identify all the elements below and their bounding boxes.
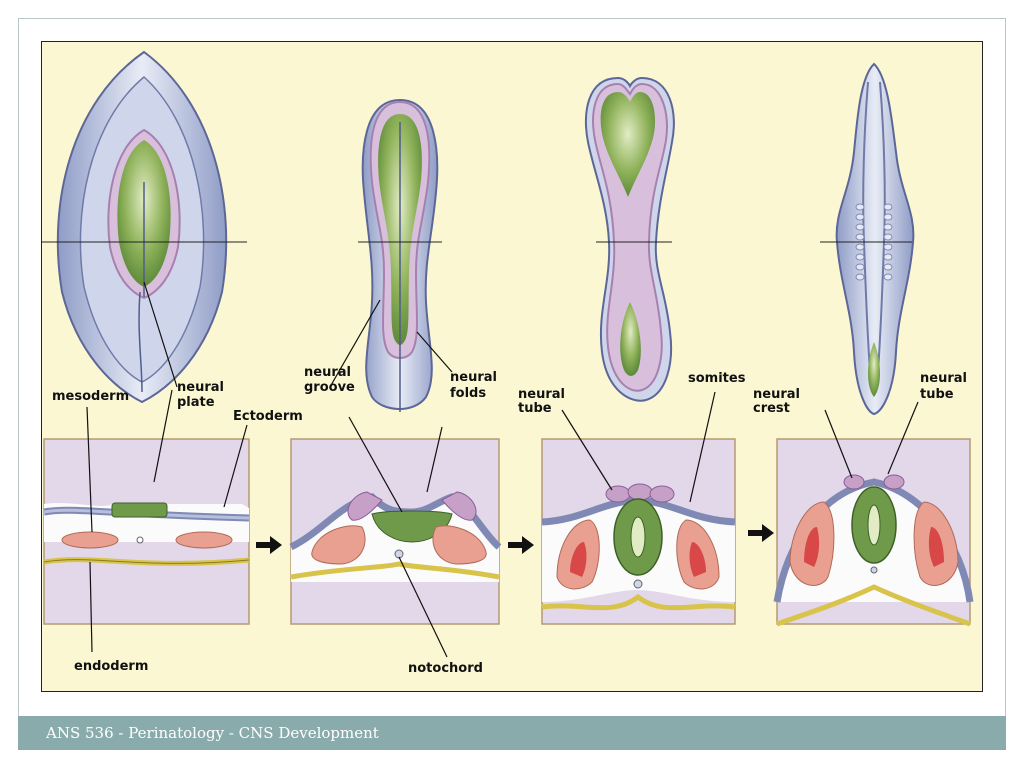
- label-endoderm: endoderm: [74, 659, 148, 674]
- label-neural-folds-line1: neural: [450, 370, 497, 385]
- section-panel-4: [773, 438, 974, 627]
- arrow-3: [748, 524, 774, 542]
- label-neural-crest-line1: neural: [753, 387, 800, 402]
- label-somites: somites: [688, 371, 746, 386]
- label-mesoderm: mesoderm: [52, 389, 129, 404]
- neural-tube-development-figure: mesoderm neural plate Ectoderm neural gr…: [41, 41, 983, 692]
- label-ectoderm: Ectoderm: [233, 409, 303, 424]
- label-neural-tube-b-line2: tube: [920, 387, 954, 402]
- label-neural-tube-a-line2: tube: [518, 401, 552, 416]
- footer-text: ANS 536 - Perinatology - CNS Development: [46, 724, 379, 742]
- arrow-1: [256, 536, 282, 554]
- label-neural-plate-line1: neural: [177, 380, 224, 395]
- section-panel-2: [289, 438, 502, 625]
- embryo-stage-4: [820, 62, 915, 416]
- leader-lines: [86, 281, 919, 658]
- section-panel-1: [43, 438, 250, 625]
- label-neural-groove-line1: neural: [304, 365, 351, 380]
- embryo-stage-3: [584, 76, 675, 402]
- label-neural-tube-a-line1: neural: [518, 387, 565, 402]
- label-neural-crest-line2: crest: [753, 401, 790, 416]
- embryo-stage-2: [358, 98, 442, 412]
- label-notochord: notochord: [408, 661, 483, 676]
- figure-svg: mesoderm neural plate Ectoderm neural gr…: [42, 50, 974, 676]
- label-neural-groove-line2: groove: [304, 380, 355, 395]
- label-neural-tube-b-line1: neural: [920, 371, 967, 386]
- footer-bar: ANS 536 - Perinatology - CNS Development: [18, 716, 1006, 750]
- section-panel-3: [541, 438, 736, 625]
- arrow-2: [508, 536, 534, 554]
- label-neural-plate-line2: plate: [177, 395, 215, 410]
- label-neural-folds-line2: folds: [450, 386, 486, 401]
- embryo-stage-1: [42, 50, 247, 404]
